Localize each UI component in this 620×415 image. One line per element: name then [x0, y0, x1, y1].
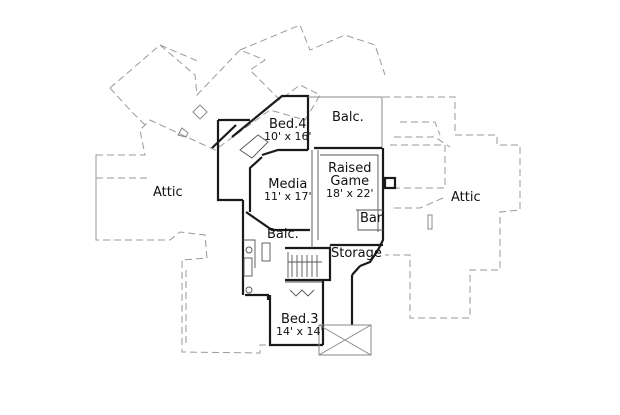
room-dimensions: 18' x 22' — [326, 187, 374, 200]
room-dimensions: 14' x 14' — [276, 325, 324, 338]
room-name: Balc. — [267, 227, 299, 242]
room-label-balc-top: Balc. — [332, 111, 364, 124]
room-label-bed3: Bed.3 14' x 14' — [276, 313, 324, 337]
room-label-bed4: Bed.4 10' x 16' — [264, 118, 312, 142]
room-name-line1: Raised — [328, 161, 372, 176]
room-name: Bed.4 — [268, 117, 307, 132]
room-label-raised-game: Raised Game 18' x 22' — [326, 162, 374, 199]
room-name: Bar — [360, 211, 383, 226]
room-dimensions: 10' x 16' — [264, 130, 312, 143]
room-label-attic-left: Attic — [153, 186, 183, 199]
room-label-media: Media 11' x 17' — [264, 178, 312, 202]
room-dimensions: 11' x 17' — [264, 190, 312, 203]
attic-right-outline — [383, 96, 521, 319]
room-name: Attic — [451, 190, 481, 205]
room-label-attic-right: Attic — [451, 191, 481, 204]
room-label-balc-mid: Balc. — [267, 228, 299, 241]
walls — [177, 94, 433, 356]
room-label-bar: Bar — [360, 212, 382, 225]
room-label-storage: Storage — [331, 247, 382, 260]
room-name-line2: Game — [330, 174, 370, 189]
room-name: Balc. — [332, 110, 364, 125]
room-name: Attic — [153, 185, 183, 200]
room-name: Bed.3 — [280, 312, 319, 327]
room-name: Media — [268, 177, 308, 192]
room-name: Storage — [331, 246, 382, 261]
